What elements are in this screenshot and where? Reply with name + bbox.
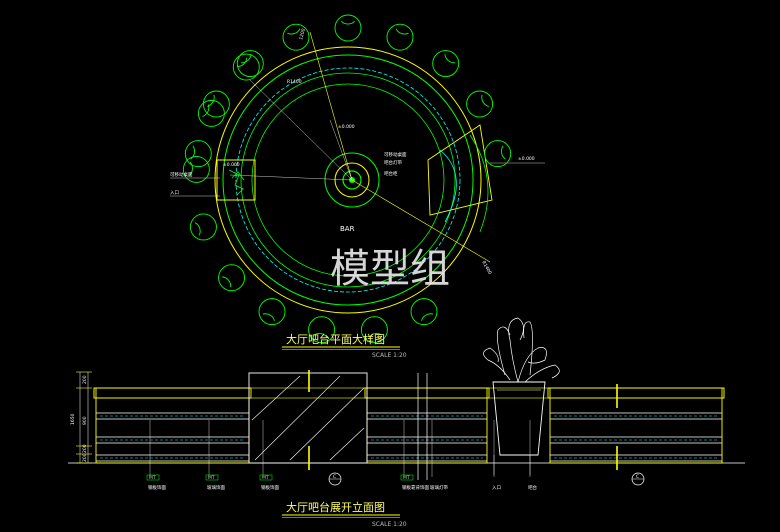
svg-text:C: C (333, 474, 336, 480)
bar-stool (308, 316, 336, 344)
dim-text: 900 (82, 416, 88, 425)
elevation-scale: SCALE 1:20 (372, 521, 407, 528)
counter-ring (240, 72, 456, 288)
inner-ring (251, 83, 445, 277)
svg-text:MT: MT (149, 475, 156, 481)
bar-elevation-view: 1650 200 900 200 200 (68, 317, 745, 528)
watermark: 模型组 (330, 246, 450, 292)
material-callouts: MT 钢板饰面 MT 玻璃饰面 MT 钢板饰面 MT 钢板靠背饰面玻璃灯带 入口 吧台 (146, 420, 537, 491)
center-column-outer (324, 152, 380, 208)
elevation-title: 大厅吧台展开立面图 (286, 500, 385, 514)
svg-text:MT: MT (208, 475, 215, 481)
entrance-left (170, 159, 256, 201)
counter-panel (93, 387, 252, 464)
bar-stool (282, 23, 310, 51)
center-column-ring (334, 162, 370, 198)
callout-text: 吧台柜 (384, 170, 398, 177)
svg-text:钢板饰面: 钢板饰面 (261, 484, 279, 491)
bar-stool (484, 140, 512, 168)
material-callout: 玻璃灯带 (430, 420, 448, 491)
bar-stool (182, 155, 210, 183)
entrance-arc-outer (469, 134, 489, 233)
radius-dim-line-2 (351, 179, 491, 263)
planter-pot (492, 381, 546, 456)
dim-text: 1200 (298, 28, 307, 41)
bar-label: BAR (340, 225, 355, 233)
bar-stool (232, 53, 260, 81)
dim-text: 200 (82, 453, 88, 462)
svg-text:入口: 入口 (492, 485, 501, 491)
dim-text: R1400 (480, 260, 493, 276)
bar-plan-view: BAR 1200 R1400 ±0.000 ±0.000 ±0.000 R140… (170, 14, 545, 359)
entrance-frame (216, 159, 256, 201)
bar-stool (258, 298, 286, 326)
glass-frame (248, 372, 368, 464)
bar-stool (197, 99, 225, 127)
bar-stool (189, 213, 217, 241)
leader-line (229, 174, 353, 181)
material-callout: 入口 (492, 420, 501, 491)
outer-ring-inner (222, 54, 474, 306)
bar-stool (218, 264, 246, 292)
material-callout: MT 钢板靠背饰面 (400, 420, 429, 491)
counter-panels (93, 387, 725, 464)
section-marker: C (328, 472, 342, 486)
entrance-right (427, 124, 545, 233)
svg-text:玻璃饰面: 玻璃饰面 (207, 484, 225, 491)
plant-icon (483, 317, 560, 383)
dim-text: R1400 (287, 79, 302, 85)
svg-text:C: C (636, 474, 639, 480)
callout-text: 可移动桌面 (384, 151, 407, 158)
bar-stool (466, 90, 494, 118)
bar-stool (360, 316, 388, 344)
radius-dim-line (309, 31, 353, 181)
plant-icon (228, 169, 245, 196)
entrance-frame-right (427, 124, 493, 216)
svg-text:MT: MT (403, 475, 410, 481)
bar-stool (410, 298, 438, 326)
bar-stool (432, 50, 460, 78)
section-marker: C (631, 472, 645, 486)
plan-scale: SCALE 1:20 (372, 352, 407, 359)
dim-text: 1650 (70, 413, 76, 425)
dim-text: 200 (82, 444, 88, 453)
svg-text:MT: MT (262, 475, 269, 481)
material-callout: MT 玻璃饰面 (205, 420, 225, 491)
bar-stool (184, 140, 212, 168)
callout-text: 入口 (170, 190, 179, 196)
material-callout: MT 钢板饰面 (146, 420, 166, 491)
bar-stool (202, 90, 230, 118)
glass-panel (248, 370, 368, 470)
level-text: ±0.000 (338, 124, 355, 130)
svg-text:钢板饰面: 钢板饰面 (148, 484, 166, 491)
top-rail (93, 387, 725, 399)
dim-text: 200 (82, 375, 88, 384)
svg-text:钢板靠背饰面: 钢板靠背饰面 (402, 484, 429, 491)
dim-ticks (76, 371, 92, 464)
level-text: ±0.000 (223, 162, 240, 168)
callout-text: 可移动桌面 (170, 171, 193, 178)
counter-panel (547, 387, 725, 464)
plan-title: 大厅吧台平面大样图 (286, 332, 385, 346)
outer-ring (214, 46, 482, 314)
center-column-core (342, 170, 362, 190)
bar-stool (334, 14, 362, 42)
counter-dash-ring (235, 67, 461, 293)
bar-stool (386, 23, 414, 51)
leader-line-3 (329, 119, 353, 181)
material-callout: 吧台 (528, 420, 537, 491)
svg-text:吧台: 吧台 (528, 484, 537, 491)
svg-text:玻璃灯带: 玻璃灯带 (430, 484, 448, 491)
level-text: ±0.000 (518, 156, 535, 162)
leader-line-2 (249, 79, 353, 181)
entrance-arc (439, 149, 457, 223)
bar-stools (182, 14, 512, 344)
callout-text: 吧台灯带 (384, 159, 402, 166)
material-callout: MT 钢板饰面 (259, 420, 279, 491)
